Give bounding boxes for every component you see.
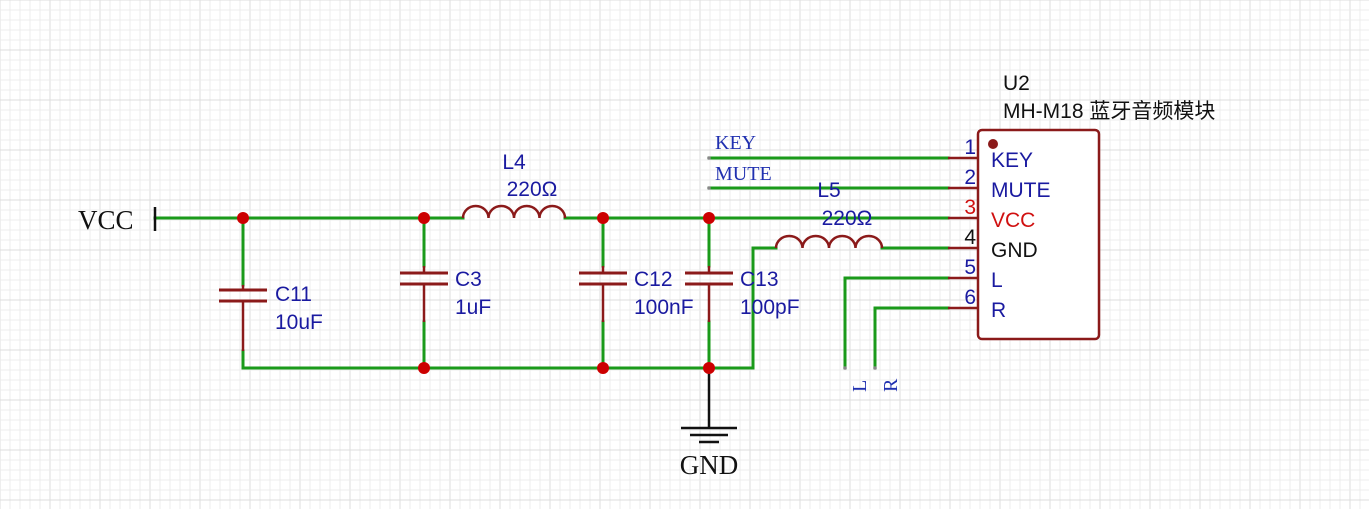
pin-6-name: R (991, 299, 1006, 322)
pin-3-number: 3 (964, 196, 976, 219)
wires (153, 156, 950, 370)
c11-ref: C11 (275, 283, 312, 306)
l5-ref: L5 (817, 179, 840, 202)
inductor-coil (774, 234, 884, 249)
wire-l5-left (751, 246, 778, 370)
vcc-symbol: VCC (78, 205, 157, 235)
pin-1-name: KEY (991, 149, 1033, 172)
net-label-right: R (880, 378, 902, 392)
net-label-mute: MUTE (715, 163, 772, 185)
junction-dot (418, 212, 430, 224)
junction-dot (703, 212, 715, 224)
wire-left (843, 276, 950, 370)
junction-dot (597, 362, 609, 374)
capacitor-c3: C3 1uF (400, 266, 491, 322)
gnd-label: GND (680, 450, 739, 480)
vcc-label: VCC (78, 205, 134, 235)
junction-dot (418, 362, 430, 374)
pin-4-name: GND (991, 239, 1038, 262)
pin-2-number: 2 (964, 166, 976, 189)
u2-body (976, 128, 1101, 341)
c13-ref: C13 (740, 268, 779, 291)
c3-value: 1uF (455, 296, 491, 319)
c12-ref: C12 (634, 268, 673, 291)
l5-value: 220Ω (822, 207, 873, 230)
module-u2: U2 MH-M18 蓝牙音频模块 1 2 3 4 5 6 KEY MUTE VC… (948, 72, 1215, 341)
pin1-marker (988, 139, 998, 149)
pin-3-name: VCC (991, 209, 1035, 232)
net-labels: KEY MUTE L R (707, 132, 902, 392)
junction-dot (597, 212, 609, 224)
junction-dot (237, 212, 249, 224)
junctions (237, 212, 715, 374)
pin-1-number: 1 (964, 136, 976, 159)
l4-ref: L4 (502, 151, 526, 174)
pin-6-number: 6 (964, 286, 976, 309)
c13-value: 100pF (740, 296, 800, 319)
c3-ref: C3 (455, 268, 482, 291)
c11-value: 10uF (275, 311, 323, 334)
gnd-symbol: GND (680, 368, 739, 480)
inductor-l4: L4 220Ω (461, 151, 567, 219)
pin-2-name: MUTE (991, 179, 1051, 202)
capacitor-c13: C13 100pF (685, 266, 800, 322)
capacitor-c11: C11 10uF (219, 283, 323, 351)
l4-value: 220Ω (507, 178, 558, 201)
junction-dot (703, 362, 715, 374)
inductor-coil (461, 204, 567, 219)
c12-value: 100nF (634, 296, 694, 319)
net-label-key: KEY (715, 132, 756, 154)
pin-5-number: 5 (964, 256, 976, 279)
u2-value: MH-M18 蓝牙音频模块 (1003, 100, 1215, 123)
capacitor-c12: C12 100nF (579, 266, 694, 322)
inductor-l5: L5 220Ω (774, 179, 884, 249)
u2-ref: U2 (1003, 72, 1030, 95)
pin-4-number: 4 (964, 226, 976, 249)
net-label-left: L (849, 380, 871, 392)
pin-5-name: L (991, 269, 1003, 292)
wire-right (873, 306, 950, 370)
